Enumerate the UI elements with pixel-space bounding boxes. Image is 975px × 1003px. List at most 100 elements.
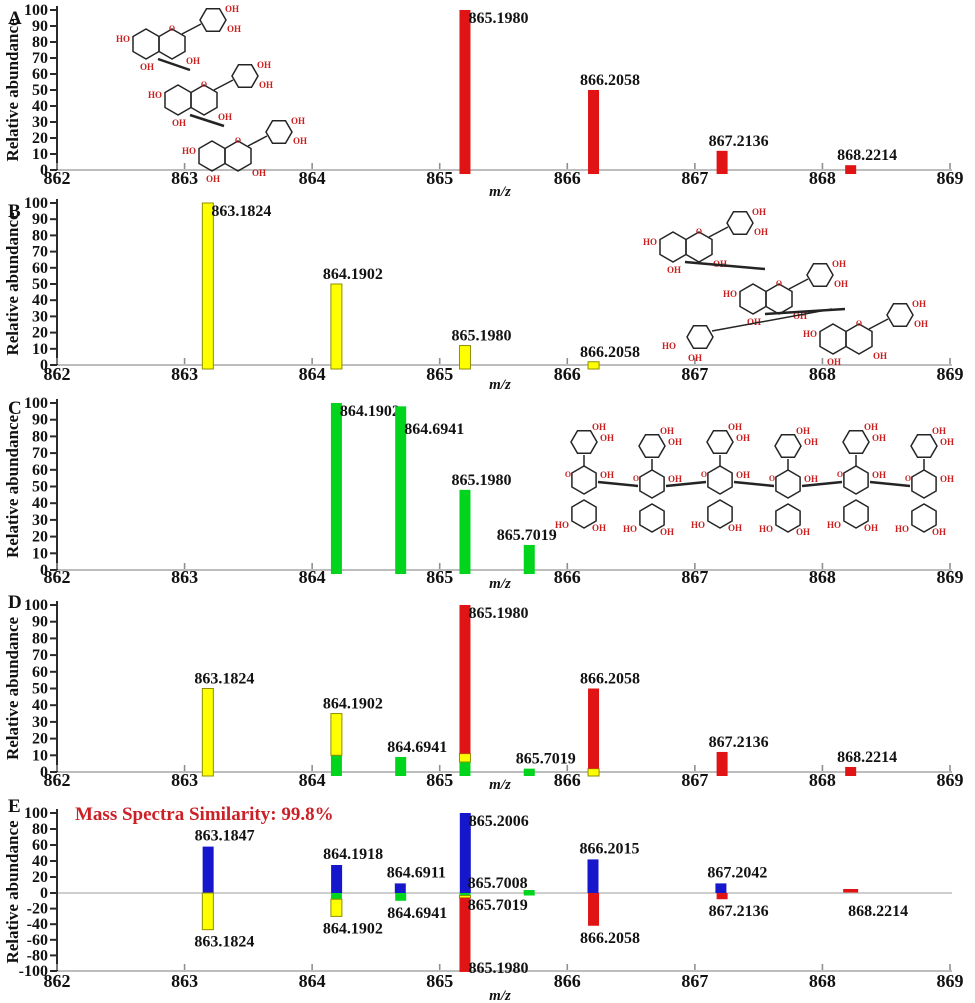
bond [181, 23, 202, 35]
peak-label: 864.6941 [387, 905, 447, 922]
x-tick-label: 862 [44, 567, 71, 587]
x-tick-label: 866 [554, 168, 581, 188]
oh-label: OH [218, 112, 232, 122]
panel-letter: A [8, 8, 22, 29]
ring [164, 84, 192, 116]
oh-label: HO [662, 341, 676, 351]
ring [639, 469, 665, 499]
x-tick-label: 866 [554, 971, 581, 991]
x-tick-label: 865 [426, 168, 453, 188]
oh-label: OH [736, 470, 750, 480]
y-tick-label: 40 [32, 853, 48, 870]
y-tick-label: 70 [32, 50, 48, 67]
o-label: O [837, 470, 843, 479]
o-label: O [633, 474, 639, 483]
ring [638, 433, 666, 459]
x-tick-label: 868 [809, 168, 836, 188]
y-tick-label: 10 [32, 341, 48, 358]
ring [765, 283, 793, 315]
o-label: O [201, 80, 207, 89]
peak-bar [459, 893, 471, 896]
bond [764, 307, 846, 316]
peak-label: 866.2058 [580, 344, 640, 361]
oh-label: OH [252, 168, 266, 178]
panel-letter: E [8, 796, 21, 817]
peak-bar [587, 768, 600, 777]
oh-label: OH [600, 470, 614, 480]
oh-label: OH [912, 299, 926, 309]
oh-label: OH [796, 527, 810, 537]
oh-label: HO [691, 520, 705, 530]
x-tick-label: 867 [681, 567, 708, 587]
y-axis-label: Relative abundance [3, 820, 22, 964]
x-tick-label: 863 [171, 971, 198, 991]
peak-bar [716, 751, 728, 776]
ring [886, 302, 914, 328]
peak-bar [330, 755, 342, 776]
peak-bar [587, 361, 600, 370]
y-tick-label: 90 [32, 18, 48, 35]
oh-label: OH [728, 422, 742, 432]
bond [684, 260, 766, 271]
peak-bar [395, 406, 407, 574]
oh-label: OH [864, 523, 878, 533]
peak-bar [331, 865, 343, 893]
x-tick-label: 864 [299, 168, 326, 188]
x-tick-label: 865 [426, 971, 453, 991]
o-label: O [169, 24, 175, 33]
y-tick-label: -40 [27, 916, 48, 933]
panel-letter: B [8, 201, 21, 222]
peak-bar [395, 756, 407, 776]
x-tick-label: 865 [426, 567, 453, 587]
x-tick-label: 864 [299, 770, 326, 790]
y-tick-label: 70 [32, 647, 48, 664]
peak-bar [523, 890, 535, 893]
peak-bar [459, 897, 471, 972]
y-tick-label: 0 [40, 885, 48, 902]
ring [739, 283, 767, 315]
x-tick-label: 865 [426, 770, 453, 790]
peak-bar [458, 345, 471, 370]
peak-label: 864.6911 [387, 864, 446, 881]
oh-label: OH [172, 118, 186, 128]
oh-label: HO [759, 524, 773, 534]
ring [819, 323, 847, 355]
y-tick-label: -20 [27, 901, 48, 918]
x-tick-label: 862 [44, 971, 71, 991]
peak-label: 863.1847 [195, 828, 255, 845]
oh-label: OH [793, 311, 807, 321]
ring [707, 465, 733, 495]
bond [869, 480, 911, 488]
peak-label: 867.2136 [709, 903, 769, 920]
y-tick-label: 40 [32, 697, 48, 714]
oh-label: HO [895, 524, 909, 534]
ring [911, 503, 937, 533]
x-tick-label: 864 [299, 364, 326, 384]
y-tick-label: 80 [32, 821, 48, 838]
peak-bar [330, 713, 343, 756]
peak-bar [330, 893, 342, 900]
panel-letter: C [8, 398, 22, 419]
ring [843, 499, 869, 529]
ring [190, 84, 218, 116]
y-axis-label: Relative abundance [3, 617, 22, 761]
oh-label: HO [555, 520, 569, 530]
oh-label: OH [752, 207, 766, 217]
y-tick-label: 100 [24, 805, 48, 822]
y-tick-label: 60 [32, 66, 48, 83]
ring [571, 499, 597, 529]
peak-bar [202, 846, 214, 893]
peak-bar [845, 766, 857, 776]
y-tick-label: 50 [32, 82, 48, 99]
o-label: O [565, 470, 571, 479]
oh-label: HO [803, 329, 817, 339]
peak-bar [588, 688, 600, 769]
x-tick-label: 869 [937, 971, 964, 991]
x-tick-label: 867 [681, 168, 708, 188]
oh-label: OH [747, 317, 761, 327]
